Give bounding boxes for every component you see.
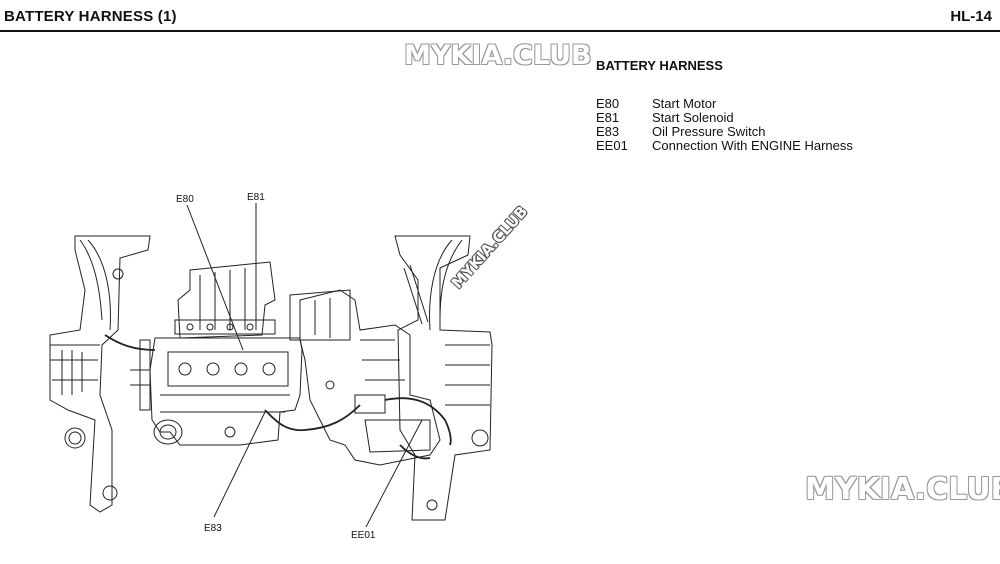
legend-description: Start Motor — [652, 96, 717, 111]
legend-item: EE01 Connection With ENGINE Harness — [596, 139, 853, 153]
page-number: HL-14 — [950, 8, 992, 25]
right-strut-tower — [394, 235, 493, 521]
legend-code: E83 — [596, 124, 620, 139]
leader-line-e83 — [213, 409, 267, 518]
transaxle — [289, 289, 441, 466]
connector-legend: E80 Start Motor E81 Start Solenoid E83 O… — [596, 97, 853, 153]
legend-item: E81 Start Solenoid — [596, 111, 853, 125]
legend-code: E80 — [596, 96, 620, 111]
watermark-top: MYKIA.CLUB — [404, 40, 592, 71]
legend-item: E83 Oil Pressure Switch — [596, 125, 853, 139]
callout-e81: E81 — [247, 192, 265, 203]
callout-e80: E80 — [176, 194, 194, 205]
legend-code: E81 — [596, 110, 620, 125]
engine-block — [130, 337, 303, 446]
legend-item: E80 Start Motor — [596, 97, 853, 111]
leader-line-e80 — [186, 204, 244, 351]
callout-e83: E83 — [204, 523, 222, 534]
left-strut-tower — [49, 235, 151, 513]
legend-code: EE01 — [596, 138, 628, 153]
callout-ee01: EE01 — [351, 530, 376, 541]
legend-description: Connection With ENGINE Harness — [652, 138, 853, 153]
page-header: BATTERY HARNESS (1) HL-14 — [0, 0, 1000, 32]
intake-manifold — [174, 261, 276, 339]
leader-line-ee01 — [365, 419, 423, 528]
page-title: BATTERY HARNESS (1) — [4, 8, 177, 25]
watermark-bottom: MYKIA.CLUB — [805, 472, 1000, 507]
header-divider — [0, 30, 1000, 32]
legend-title: BATTERY HARNESS — [596, 58, 723, 73]
battery-harness-wire — [104, 334, 452, 460]
legend-description: Start Solenoid — [652, 110, 734, 125]
legend-description: Oil Pressure Switch — [652, 124, 766, 139]
